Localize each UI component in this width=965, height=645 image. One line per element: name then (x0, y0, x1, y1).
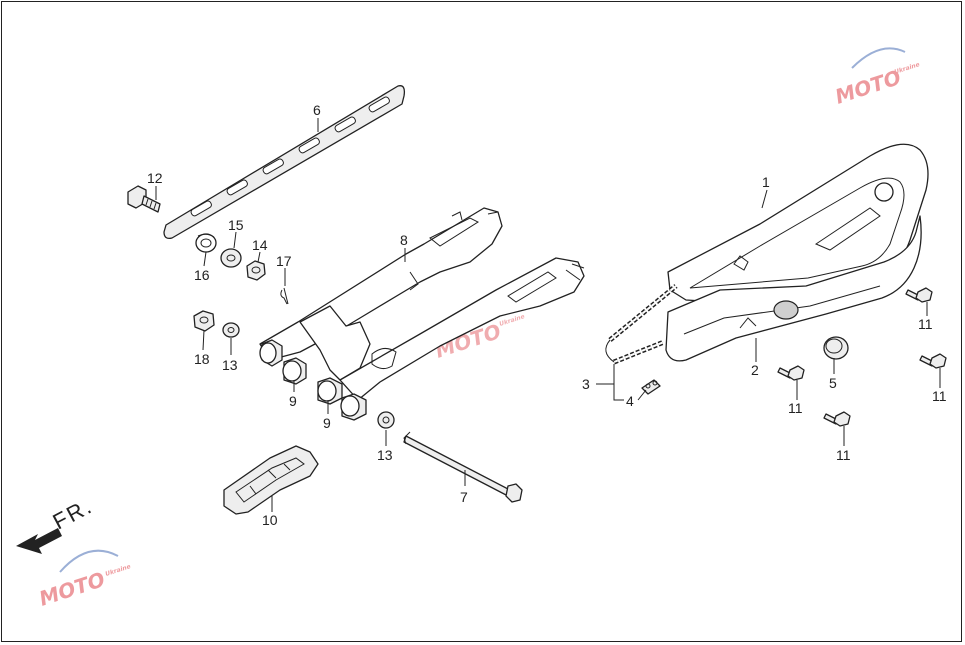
leader-lines (155, 118, 941, 512)
part-11-bolt-a (905, 287, 933, 303)
part-13-washer-b (377, 411, 395, 429)
part-6-chain-slider (163, 85, 406, 240)
watermark-bottom-left: MOTO Ukraine (36, 549, 132, 611)
watermark-brand-bottom: MOTO (36, 567, 108, 611)
callout-8: 8 (400, 232, 408, 248)
callout-13b: 13 (377, 447, 393, 463)
callout-11b: 11 (788, 400, 803, 416)
callout-15: 15 (228, 217, 244, 233)
callout-6: 6 (313, 102, 321, 118)
part-11-bolt-c (919, 353, 947, 369)
callout-9a: 9 (289, 393, 297, 409)
callout-1: 1 (762, 174, 770, 190)
part-12-bolt (127, 185, 161, 213)
callout-5: 5 (829, 375, 837, 391)
callout-11d: 11 (836, 447, 851, 463)
part-4-chain-joint (641, 379, 661, 395)
watermark-tagline-bottom: Ukraine (104, 563, 131, 578)
callout-14: 14 (252, 237, 268, 253)
callout-11c: 11 (932, 388, 947, 404)
callout-11a: 11 (918, 316, 933, 332)
part-9-bushings (259, 339, 367, 421)
watermark-brand: MOTO (832, 65, 904, 109)
part-15-washer (220, 248, 242, 268)
callout-17: 17 (276, 253, 292, 269)
part-3-drive-chain (605, 284, 678, 365)
part-11-bolt-d (823, 411, 851, 427)
front-direction-label: FR. (49, 493, 97, 535)
callout-4: 4 (626, 393, 634, 409)
watermark-tagline: Ukraine (893, 61, 920, 76)
callout-7: 7 (460, 489, 468, 505)
callout-labels: 1 2 3 4 5 6 7 8 9 9 10 11 11 11 11 12 13… (147, 102, 947, 528)
part-8-swingarm (259, 207, 585, 401)
callout-13a: 13 (222, 357, 238, 373)
callout-10: 10 (262, 512, 278, 528)
front-arrow-icon (16, 528, 62, 554)
part-18-nut (193, 310, 215, 332)
part-17-cotter-pin (280, 287, 289, 305)
part-5-cap (823, 336, 849, 360)
callout-3: 3 (582, 376, 590, 392)
part-2-chain-case-lower (665, 215, 922, 362)
callout-16: 16 (194, 267, 210, 283)
watermark-top-right: MOTO Ukraine (832, 47, 921, 109)
part-10-chain-guide (223, 445, 319, 515)
part-14-nut (246, 260, 266, 281)
part-11-bolt-b (777, 365, 805, 381)
front-direction-indicator: FR. (16, 493, 97, 554)
part-7-pivot-shaft (403, 431, 523, 503)
callout-18: 18 (194, 351, 210, 367)
part-16-collar (195, 233, 217, 253)
callout-9b: 9 (323, 415, 331, 431)
callout-2: 2 (751, 362, 759, 378)
callout-12: 12 (147, 170, 163, 186)
part-13-washer-a (222, 322, 240, 338)
